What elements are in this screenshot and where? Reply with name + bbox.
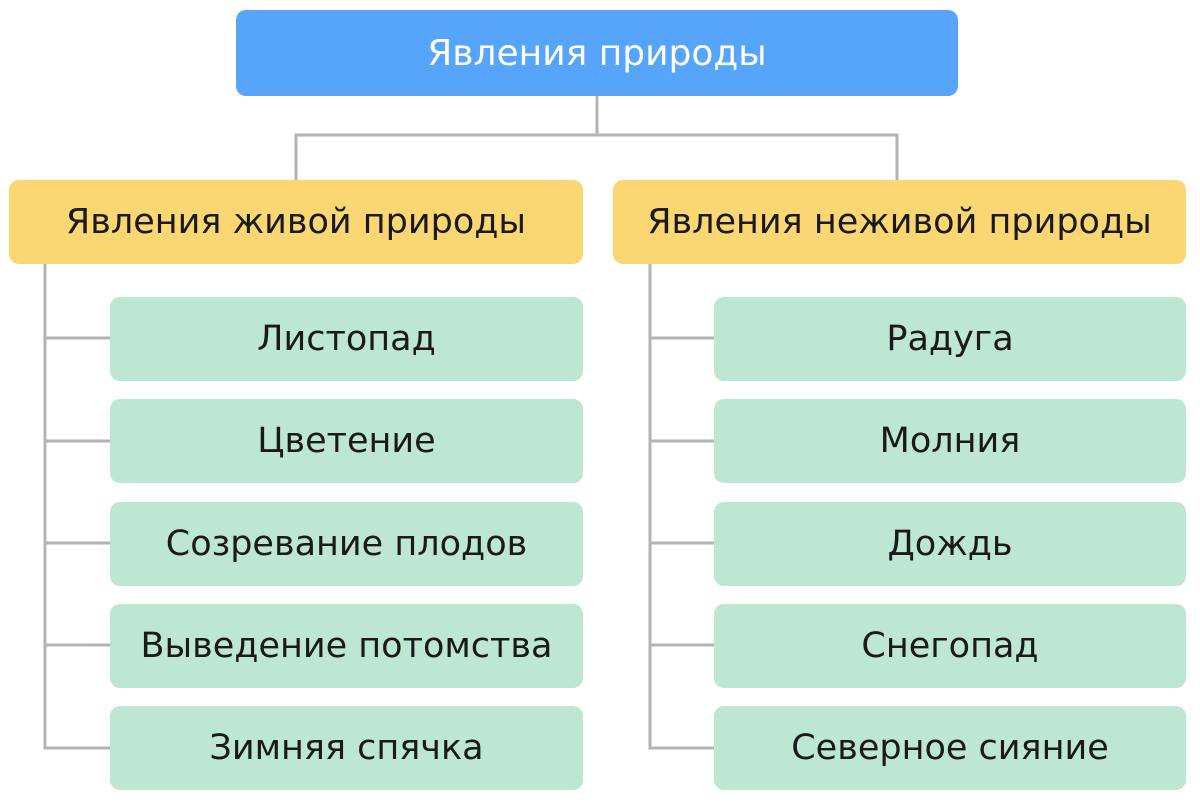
list-item: Зимняя спячка xyxy=(110,706,583,790)
list-item: Снегопад xyxy=(714,604,1186,688)
list-item: Листопад xyxy=(110,297,583,381)
list-item: Северное сияние xyxy=(714,706,1186,790)
branch-node-nonliving: Явления неживой природы xyxy=(613,180,1186,264)
list-item: Дождь xyxy=(714,502,1186,586)
list-item: Созревание плодов xyxy=(110,502,583,586)
root-node: Явления природы xyxy=(236,10,958,96)
list-item: Молния xyxy=(714,399,1186,483)
list-item: Цветение xyxy=(110,399,583,483)
branch-node-living: Явления живой природы xyxy=(9,180,583,264)
list-item: Радуга xyxy=(714,297,1186,381)
list-item: Выведение потомства xyxy=(110,604,583,688)
